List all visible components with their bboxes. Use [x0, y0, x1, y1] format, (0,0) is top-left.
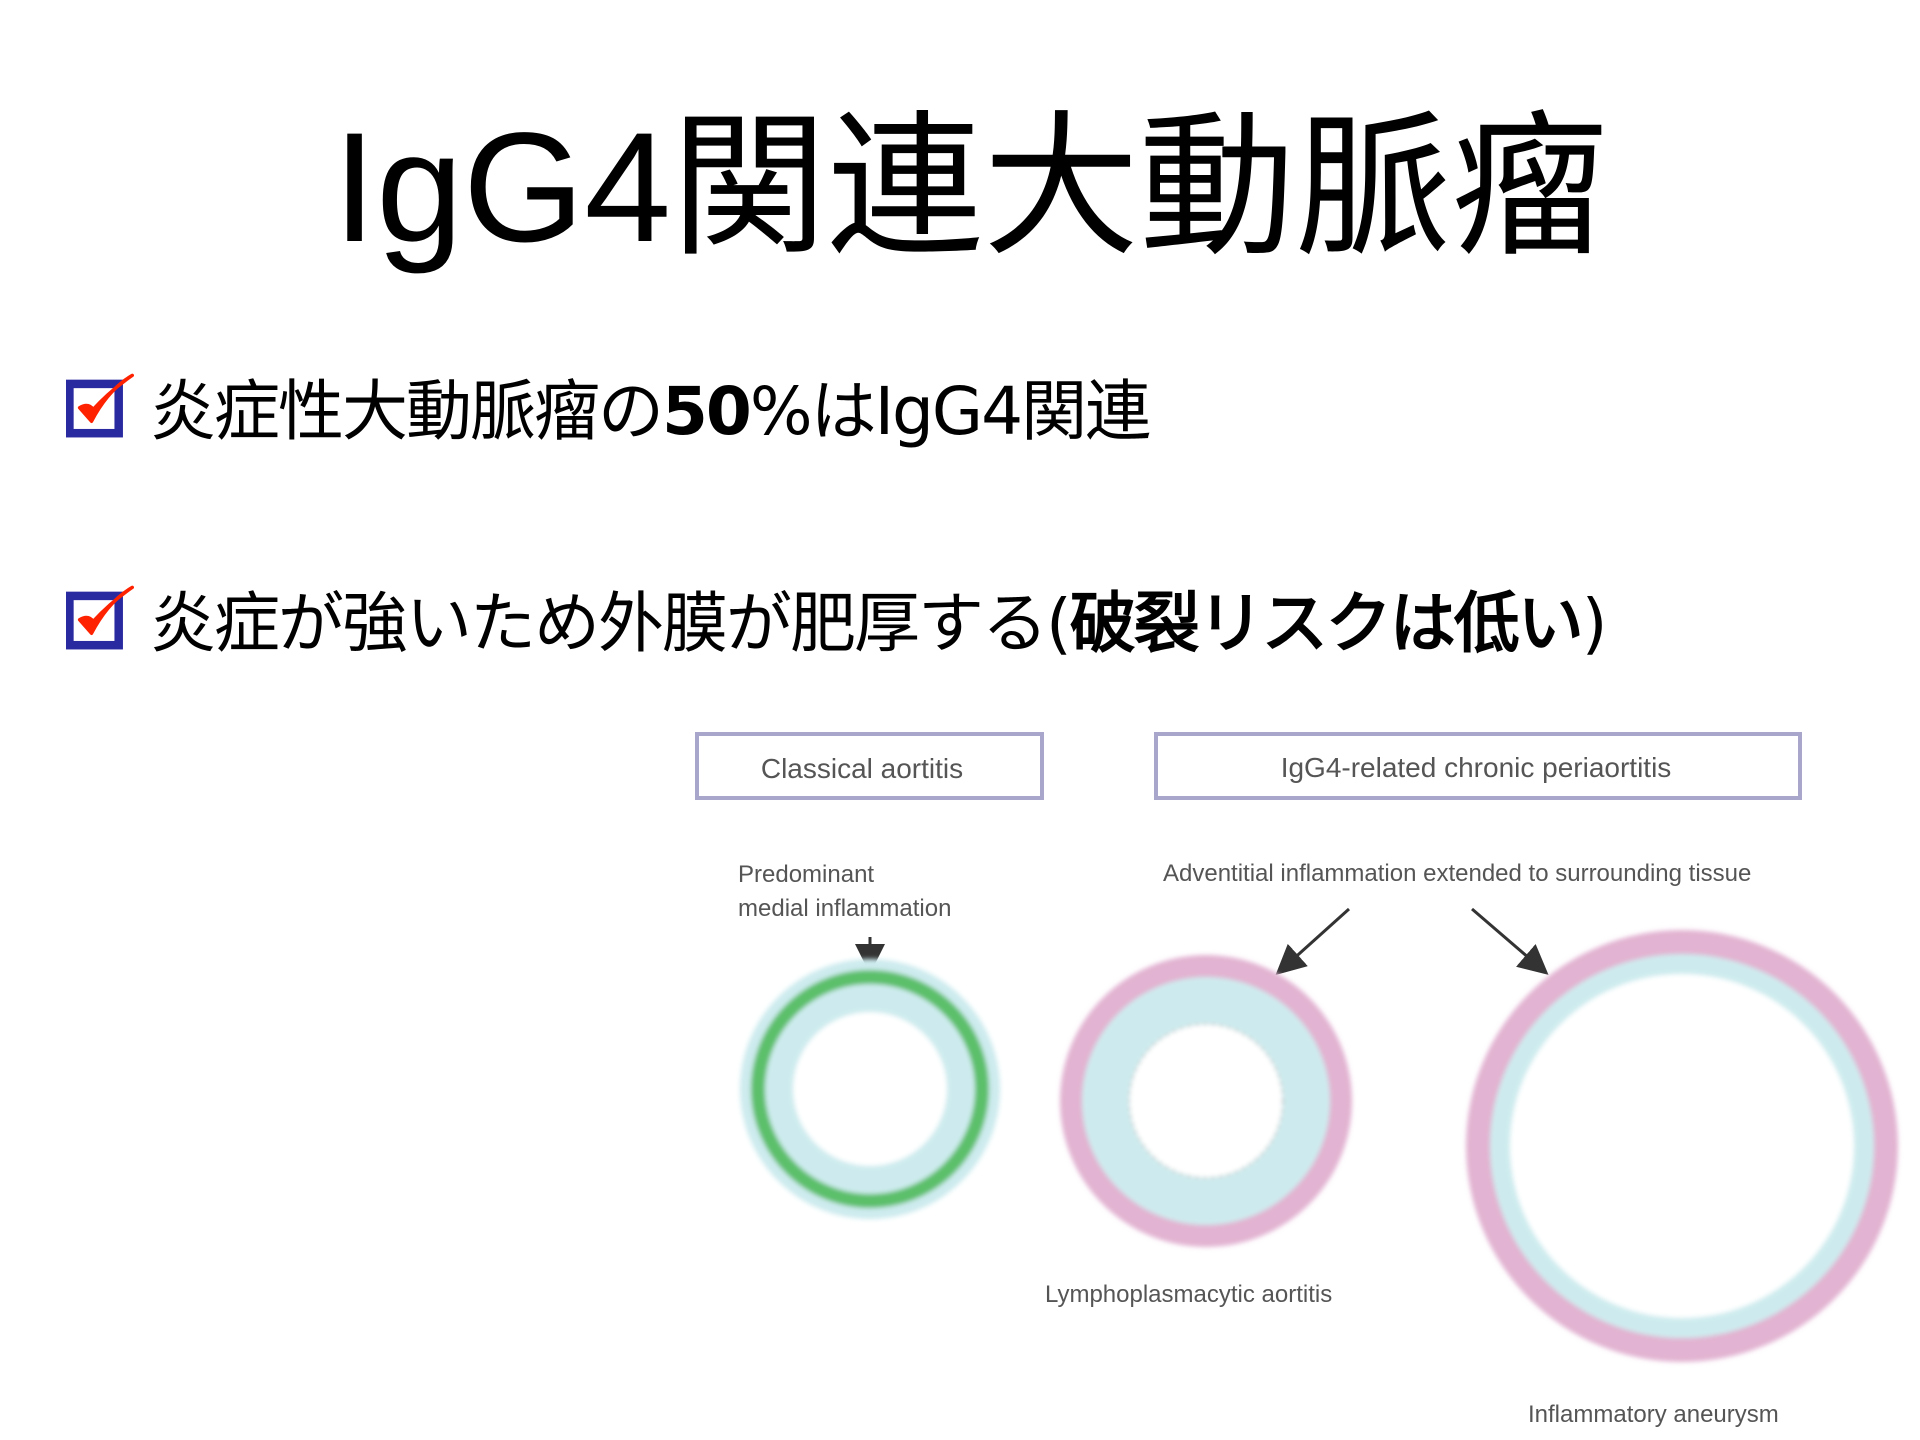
classical-aortitis-box [695, 732, 1044, 800]
arrow-icon [1471, 907, 1549, 975]
slide-title: IgG4関連大動脈瘤 [332, 101, 1608, 275]
igg4-periaortitis-label: IgG4-related chronic periaortitis [1281, 752, 1672, 783]
classical-aortitis-ring [740, 959, 1000, 1219]
checkbox-checked-icon [66, 373, 134, 438]
bullet-text: 炎症性大動脈瘤の50%はIgG4関連 [150, 373, 1151, 450]
bullet-text: 炎症が強いため外膜が肥厚する(破裂リスクは低い) [150, 585, 1607, 662]
lymphoplasmacytic-label: Lymphoplasmacytic aortitis [1045, 1281, 1332, 1308]
bullet-item: 炎症性大動脈瘤の50%はIgG4関連 [66, 358, 1151, 454]
classical-aortitis-label: Classical aortitis [761, 753, 963, 784]
igg4-periaortitis-box [1154, 732, 1802, 800]
inflammatory-aneurysm-label: Inflammatory aneurysm [1528, 1401, 1779, 1428]
predominant-label: Predominant [738, 861, 874, 888]
arrow-icon [1275, 907, 1351, 976]
adventitial-label: Adventitial inflammation extended to sur… [1163, 860, 1751, 887]
bullet-item: 炎症が強いため外膜が肥厚する(破裂リスクは低い) [66, 570, 1607, 666]
medial-inflammation-label: medial inflammation [738, 895, 951, 922]
checkbox-checked-icon [66, 585, 134, 650]
inflammatory-aneurysm-ring [1466, 930, 1898, 1362]
lymphoplasmacytic-aortitis-ring [1060, 955, 1352, 1247]
